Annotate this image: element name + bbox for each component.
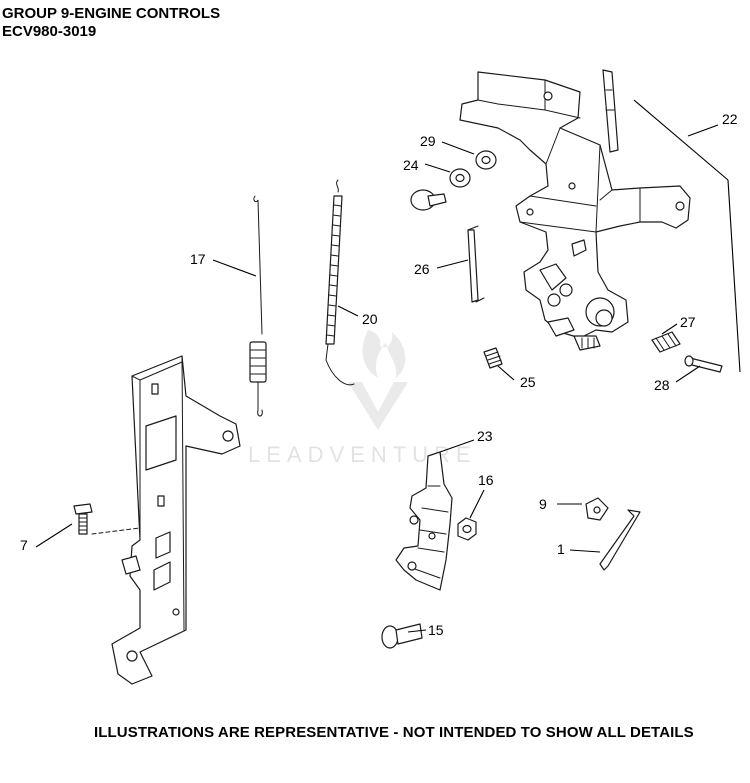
shoulder-bolt xyxy=(410,189,447,211)
watermark-text: LEADVENTURE xyxy=(248,442,477,467)
washer-29 xyxy=(475,150,497,170)
watermark-logo: LEADVENTURE xyxy=(248,330,477,467)
callout-9: 9 xyxy=(539,496,547,512)
leader-lines xyxy=(35,99,741,633)
link-rod-26 xyxy=(467,225,485,303)
callout-25: 25 xyxy=(520,374,536,390)
washer-24 xyxy=(449,168,471,188)
compression-spring-27 xyxy=(651,331,681,353)
callout-numbers: 22 29 24 17 20 26 27 25 28 23 16 9 7 1 1… xyxy=(20,111,738,638)
small-spring-25 xyxy=(483,347,503,369)
callout-26: 26 xyxy=(414,261,430,277)
callout-27: 27 xyxy=(680,314,696,330)
governor-spring-17 xyxy=(249,195,267,417)
clevis-pin-15 xyxy=(381,623,423,649)
control-bracket-assembly xyxy=(459,69,691,351)
model-number: ECV980-3019 xyxy=(2,23,97,40)
callout-22: 22 xyxy=(722,111,738,127)
callout-29: 29 xyxy=(420,133,436,149)
cable-clip-9 xyxy=(585,497,609,521)
callout-24: 24 xyxy=(403,157,419,173)
callout-7: 7 xyxy=(20,537,28,553)
callout-28: 28 xyxy=(654,377,670,393)
callout-1: 1 xyxy=(557,541,565,557)
flange-bolt-7 xyxy=(73,503,141,535)
mounting-plate xyxy=(111,355,241,685)
choke-rod-1 xyxy=(599,509,641,571)
disclaimer-footer: ILLUSTRATIONS ARE REPRESENTATIVE - NOT I… xyxy=(94,724,694,741)
callout-20: 20 xyxy=(362,311,378,327)
callout-15: 15 xyxy=(428,622,444,638)
diagram-title: GROUP 9-ENGINE CONTROLS xyxy=(2,5,221,22)
throttle-lever-23 xyxy=(395,451,453,591)
callout-16: 16 xyxy=(478,472,494,488)
extension-spring-20 xyxy=(325,179,355,386)
callout-17: 17 xyxy=(190,251,206,267)
hex-nut-16 xyxy=(457,517,477,541)
screw-28 xyxy=(684,355,723,373)
callout-23: 23 xyxy=(477,428,493,444)
